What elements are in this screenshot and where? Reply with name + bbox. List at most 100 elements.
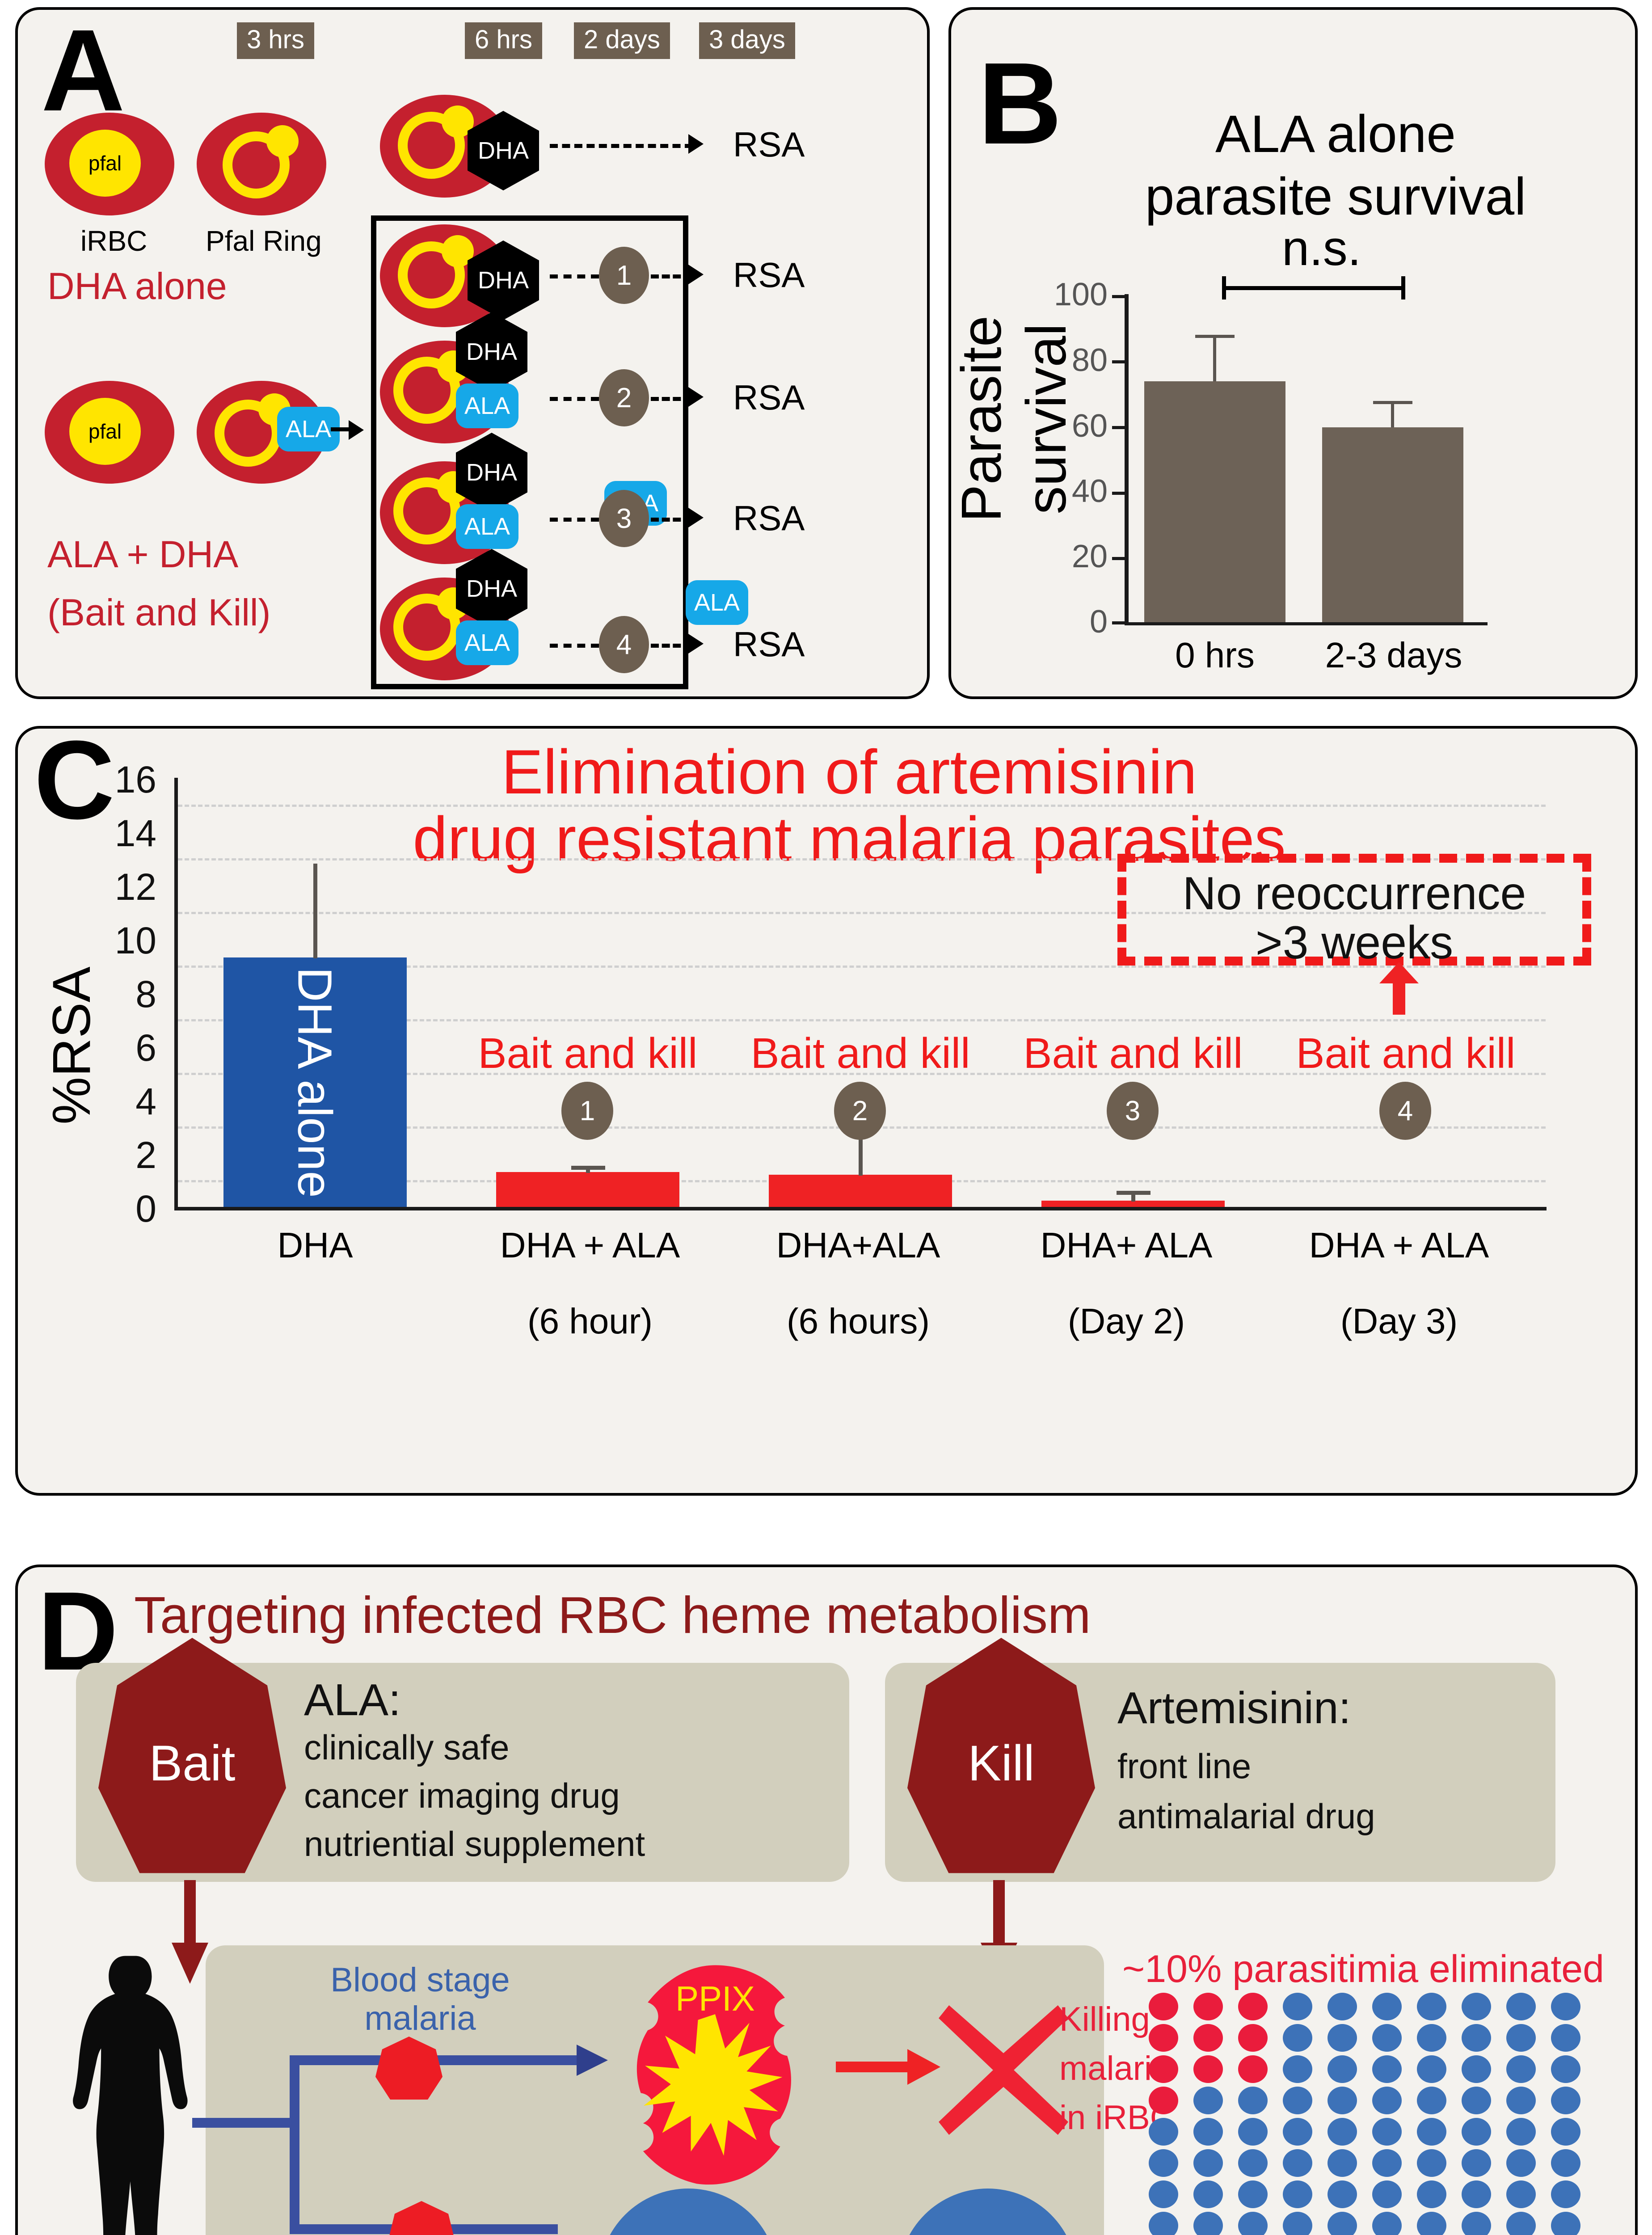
timechip-3hrs: 3 hrs: [237, 22, 314, 59]
dot-uninfected: [1462, 2087, 1491, 2114]
panel-c-errorbar-dha: [313, 864, 317, 958]
panel-b-tick-0: [1112, 621, 1125, 624]
dot-uninfected: [1328, 2055, 1357, 2083]
panel-c-ytick-10: 10: [114, 919, 156, 961]
panel-b-ytick-80: 80: [1071, 342, 1108, 378]
dot-uninfected: [1462, 2180, 1491, 2208]
dot-uninfected: [1372, 2180, 1402, 2208]
panel-c-xtick-1: DHA + ALA: [500, 1225, 680, 1265]
ns-bracket-bar: [1222, 286, 1405, 290]
dot-uninfected: [1283, 2087, 1312, 2114]
panel-c-errorcap-3: [1117, 1191, 1150, 1195]
dot-uninfected: [1283, 2055, 1312, 2083]
dot-uninfected: [1238, 2212, 1268, 2235]
panel-c-bar-2: [769, 1175, 952, 1207]
row4-dash-right: [651, 644, 692, 648]
dot-uninfected: [1551, 2024, 1580, 2052]
row4-ala-badge-free: ALA: [686, 580, 748, 625]
dot-infected: [1149, 2024, 1178, 2052]
dot-uninfected: [1149, 2118, 1178, 2146]
panel-b-bar-2-3days: [1322, 427, 1463, 622]
dot-uninfected: [1193, 2149, 1223, 2177]
flow-stem-horizontal: [192, 2118, 299, 2128]
row3-dash-left: [550, 518, 599, 522]
red-x-icon: [939, 2005, 1068, 2135]
panel-c-x-axis: [174, 1207, 1547, 1210]
dot-uninfected: [1372, 2212, 1402, 2235]
dot-uninfected: [1328, 2149, 1357, 2177]
panel-b-title-line1: ALA alone: [1215, 105, 1456, 164]
flow-arrow-top-shaft: [465, 2055, 581, 2065]
kill-arrow-shaft: [993, 1880, 1005, 1952]
row4-ala-badge-inside: ALA: [456, 620, 518, 665]
dot-uninfected: [1283, 2180, 1312, 2208]
panel-c-xtick-3: DHA+ ALA: [1040, 1225, 1213, 1265]
panel-b-tick-40: [1112, 492, 1125, 495]
flow-stem-vertical: [290, 2055, 299, 2234]
dot-uninfected: [1551, 2180, 1580, 2208]
panel-b-tick-20: [1112, 557, 1125, 560]
dot-uninfected: [1506, 2212, 1536, 2235]
dot-uninfected: [1417, 2055, 1446, 2083]
dot-uninfected: [1149, 2180, 1178, 2208]
row3-number: 3: [599, 490, 649, 547]
dot-uninfected: [1506, 2118, 1536, 2146]
panel-c-grid-15: [178, 805, 1546, 807]
row4-arrowhead: [688, 634, 704, 654]
dot-uninfected: [1283, 1993, 1312, 2020]
dot-uninfected: [1506, 2149, 1536, 2177]
dot-uninfected: [1328, 1993, 1357, 2020]
blood-stage-line2: malaria: [364, 1999, 476, 2037]
human-silhouette-icon: [73, 1956, 188, 2235]
bait-head: ALA:: [304, 1675, 401, 1725]
panel-c-y-axis: [174, 778, 178, 1208]
panel-b-xtick-2-3days: 2-3 days: [1325, 635, 1462, 675]
panel-b-bar-0hrs: [1144, 381, 1285, 622]
panel-c-bar-dha-label: DHA alone: [288, 966, 342, 1198]
dot-uninfected: [1462, 2055, 1491, 2083]
row3-arrowhead: [688, 508, 704, 527]
dot-uninfected: [1372, 2024, 1402, 2052]
row1-dash-right: [651, 274, 692, 278]
dot-infected: [1193, 2055, 1223, 2083]
dot-uninfected: [1238, 2149, 1268, 2177]
blood-stage-line1: Blood stage: [330, 1961, 510, 1999]
panel-b-errorcap-2-3days: [1373, 401, 1412, 404]
panel-c-xsub-2: (6 hours): [786, 1301, 930, 1341]
dot-infected: [1149, 2055, 1178, 2083]
dot-uninfected: [1372, 1993, 1402, 2020]
dot-uninfected: [1506, 2055, 1536, 2083]
row1-number: 1: [599, 247, 649, 304]
panel-b-ytick-0: 0: [1089, 604, 1108, 640]
panel-c-ytick-14: 14: [114, 812, 156, 854]
row3-readout: RSA: [733, 498, 805, 538]
panel-c-ytick-8: 8: [135, 973, 156, 1015]
panel-b-title-line2: parasite survival: [1145, 167, 1526, 226]
caption-irbc: iRBC: [80, 225, 148, 257]
arrow-shaft-to-box: [331, 427, 352, 431]
row2-arrowhead: [688, 387, 704, 407]
dot-uninfected: [1551, 2149, 1580, 2177]
panel-c-ytick-2: 2: [135, 1134, 156, 1176]
panel-c-annot-2-number: 2: [834, 1082, 886, 1140]
dot-uninfected: [1462, 2024, 1491, 2052]
dot-uninfected: [1462, 1993, 1491, 2020]
row2-dash-left: [550, 397, 599, 401]
panel-d-title: Targeting infected RBC heme metabolism: [134, 1586, 1091, 1644]
dot-uninfected: [1417, 2024, 1446, 2052]
dot-uninfected: [1149, 2149, 1178, 2177]
panel-c-annot-1-number: 1: [561, 1082, 613, 1140]
row4-dash-left: [550, 644, 599, 648]
kill-line-2: antimalarial drug: [1117, 1796, 1375, 1836]
row0-arrowhead: [688, 134, 704, 154]
panel-c-xsub-3: (Day 2): [1067, 1301, 1185, 1341]
panel-c-annot-3-label: Bait and kill: [1023, 1029, 1243, 1077]
dot-uninfected: [1551, 2087, 1580, 2114]
row2-readout: RSA: [733, 378, 805, 417]
panel-a: A 3 hrs 6 hrs 2 days 3 days pfal iRBC Pf…: [15, 7, 930, 699]
panel-c-annot-1-label: Bait and kill: [478, 1029, 698, 1077]
row0-readout: RSA: [733, 125, 805, 164]
panel-c-annot-4-label: Bait and kill: [1296, 1029, 1516, 1077]
panel-c-xtick-4: DHA + ALA: [1309, 1225, 1489, 1265]
row3-ala-badge-inside: ALA: [456, 504, 518, 549]
